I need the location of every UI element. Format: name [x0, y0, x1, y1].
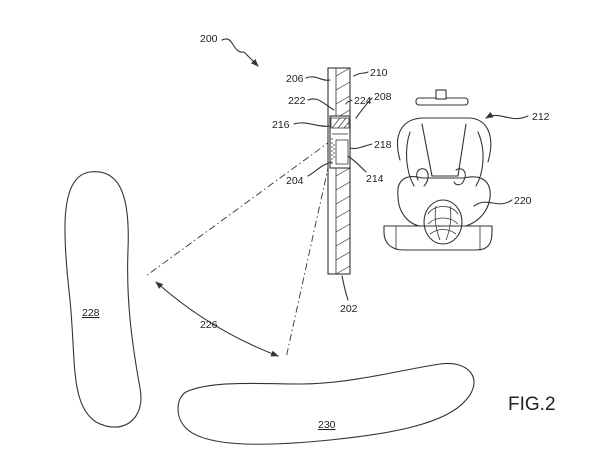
view-angle-arc — [155, 281, 279, 357]
figure-caption: FIG.2 — [508, 394, 556, 415]
ref-label-216: 216 — [272, 119, 290, 131]
region-228-outline — [64, 171, 142, 428]
ref-label-222: 222 — [288, 95, 306, 107]
ref-label-212: 212 — [532, 111, 550, 123]
ref-label-200: 200 — [200, 33, 218, 45]
window-pane-202 — [327, 67, 351, 275]
ref-label-208: 208 — [374, 91, 392, 103]
sensor-module-208 — [329, 115, 351, 169]
region-230-outline — [177, 362, 475, 445]
occupant-in-seat-220 — [383, 89, 493, 251]
ref-label-218: 218 — [374, 139, 392, 151]
ref-label-224: 224 — [354, 95, 372, 107]
ref-label-204: 204 — [286, 175, 304, 187]
ref-label-214: 214 — [366, 173, 384, 185]
ref-label-228: 228 — [82, 307, 100, 319]
leader-lines — [221, 38, 529, 301]
ref-label-210: 210 — [370, 67, 388, 79]
ref-label-202: 202 — [340, 303, 358, 315]
ref-label-230: 230 — [318, 419, 336, 431]
field-of-view-line-upper — [145, 139, 333, 277]
field-of-view-line-lower — [285, 149, 333, 359]
ref-label-206: 206 — [286, 73, 304, 85]
ref-label-226: 226 — [200, 319, 218, 331]
ref-label-220: 220 — [514, 195, 532, 207]
